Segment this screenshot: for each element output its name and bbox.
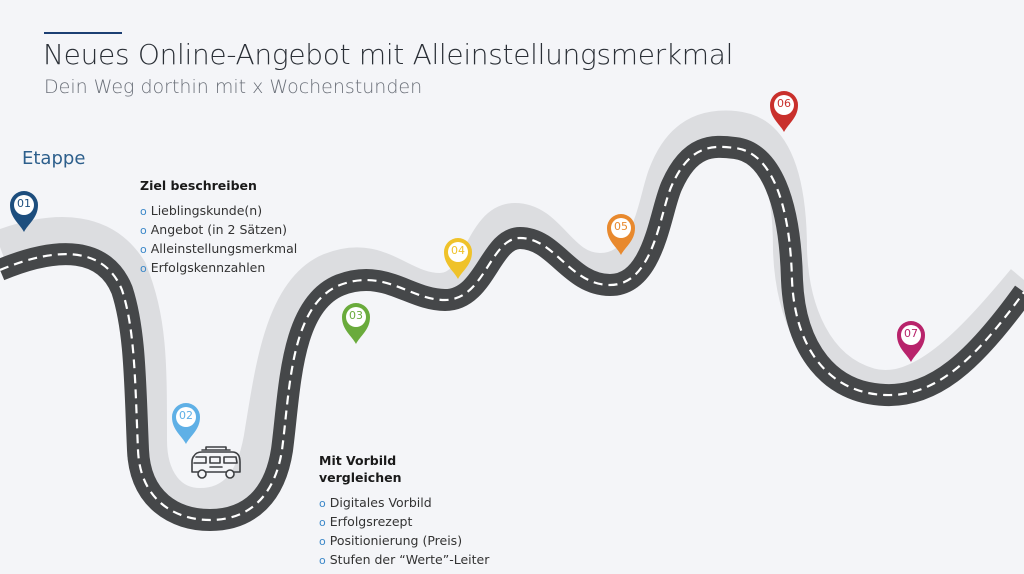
page-subtitle: Dein Weg dorthin mit x Wochenstunden bbox=[44, 76, 423, 98]
bullet-icon: o bbox=[319, 554, 326, 567]
list-item-text: Erfolgskennzahlen bbox=[150, 260, 266, 275]
stage-pin-02: 02 bbox=[168, 400, 204, 446]
list-item-text: Erfolgsrezept bbox=[329, 514, 413, 529]
stage-pin-number: 07 bbox=[904, 327, 918, 340]
stage-pin-06: 06 bbox=[766, 88, 802, 134]
bullet-icon: o bbox=[140, 262, 147, 275]
stage-2-heading: Mit Vorbild vergleichen bbox=[319, 453, 402, 485]
stage-pin-03: 03 bbox=[338, 300, 374, 346]
map-pin-icon bbox=[10, 191, 38, 232]
list-item-text: Digitales Vorbild bbox=[329, 495, 432, 510]
bullet-icon: o bbox=[319, 497, 326, 510]
page-title: Neues Online-Angebot mit Alleinstellungs… bbox=[43, 38, 734, 71]
list-item-text: Angebot (in 2 Sätzen) bbox=[150, 222, 288, 237]
stage-pin-number: 01 bbox=[17, 197, 31, 210]
stage-pin-number: 03 bbox=[349, 309, 363, 322]
stage-pin-04: 04 bbox=[440, 235, 476, 281]
stage-pin-number: 04 bbox=[451, 244, 465, 257]
list-item-text: Lieblingskunde(n) bbox=[150, 203, 263, 218]
map-pin-icon bbox=[172, 403, 200, 444]
bullet-icon: o bbox=[140, 224, 147, 237]
road-center-line bbox=[0, 145, 1024, 522]
map-pin-icon bbox=[897, 321, 925, 362]
map-pin-icon bbox=[444, 238, 472, 279]
bullet-icon: o bbox=[319, 516, 326, 529]
map-pin-icon bbox=[770, 91, 798, 132]
stage-1-heading: Ziel beschreiben bbox=[140, 178, 257, 193]
stage-pin-number: 05 bbox=[614, 220, 628, 233]
stage-pin-number: 02 bbox=[179, 409, 193, 422]
list-item-text: Alleinstellungsmerkmal bbox=[150, 241, 298, 256]
bullet-icon: o bbox=[140, 205, 147, 218]
stage-pin-05: 05 bbox=[603, 211, 639, 257]
list-item-text: Stufen der “Werte”-Leiter bbox=[329, 552, 490, 567]
campervan-icon bbox=[191, 446, 241, 479]
etappe-label: Etappe bbox=[22, 148, 86, 169]
bullet-icon: o bbox=[140, 243, 147, 256]
map-pin-icon bbox=[342, 303, 370, 344]
stage-pin-01: 01 bbox=[6, 188, 42, 234]
stage-pin-07: 07 bbox=[893, 318, 929, 364]
title-accent-line bbox=[44, 32, 122, 34]
list-item-text: Positionierung (Preis) bbox=[329, 533, 463, 548]
stage-pin-number: 06 bbox=[777, 97, 791, 110]
map-pin-icon bbox=[607, 214, 635, 255]
bullet-icon: o bbox=[319, 535, 326, 548]
